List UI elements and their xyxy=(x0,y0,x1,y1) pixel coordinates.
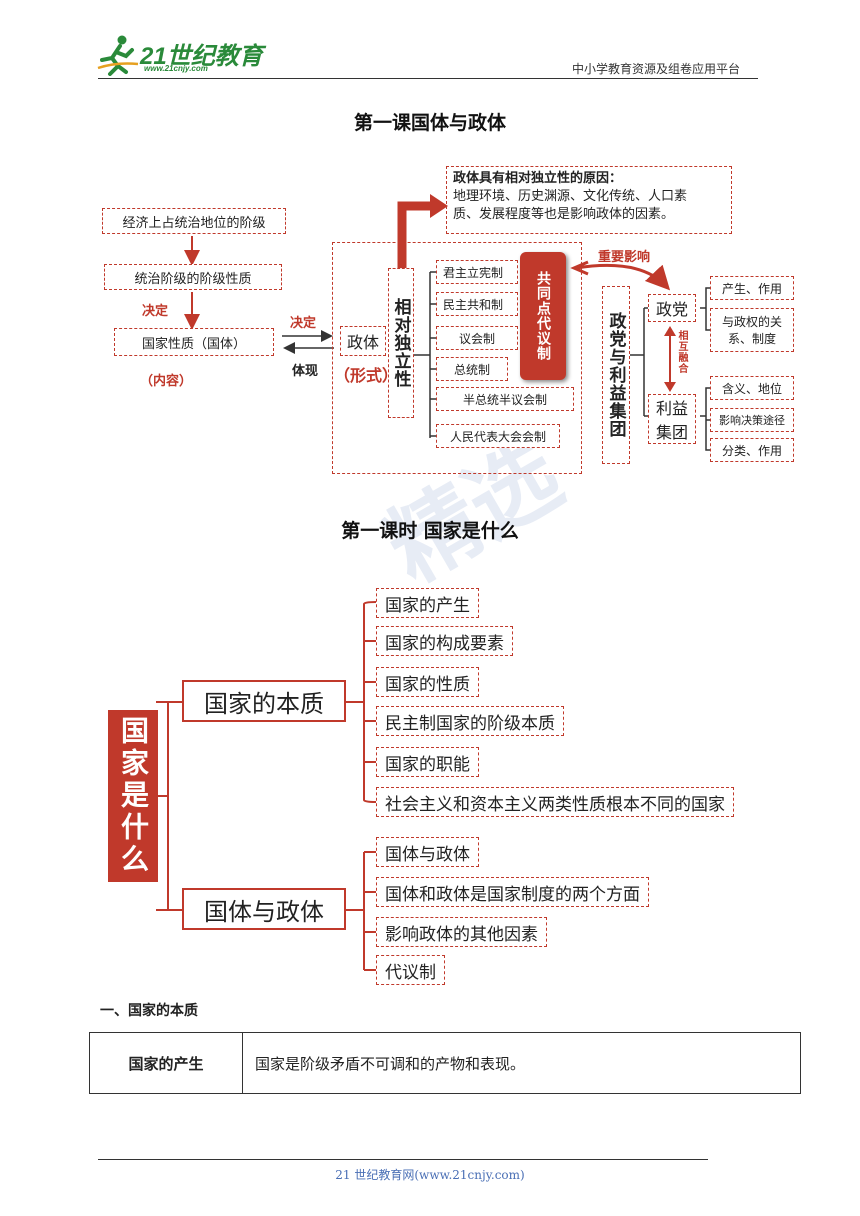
reason-box: 政体具有相对独立性的原因： 地理环境、历史渊源、文化传统、人口素 质、发展程度等… xyxy=(446,166,732,234)
reason-line-1: 地理环境、历史渊源、文化传统、人口素 xyxy=(453,189,688,204)
diagram2-title: 第一课时 国家是什么 xyxy=(341,520,519,542)
branch1-item: 国家的职能 xyxy=(376,747,479,777)
form-item: 民主共和制 xyxy=(436,292,518,316)
runner-icon xyxy=(97,35,139,76)
section1-heading: 一、国家的本质 xyxy=(100,1003,198,1019)
header: 21世纪教育 www.21cnjy.com 中小学教育资源及组卷应用平台 xyxy=(0,0,860,80)
branch2-item: 国体和政体是国家制度的两个方面 xyxy=(376,877,649,907)
footer-link[interactable]: 21 世纪教育网(www.21cnjy.com) xyxy=(335,1168,525,1182)
table-desc: 国家是阶级矛盾不可调和的产物和表现。 xyxy=(242,1032,801,1094)
logo-url: www.21cnjy.com xyxy=(144,64,208,73)
platform-name: 中小学教育资源及组卷应用平台 xyxy=(572,62,741,76)
branch2-item: 国体与政体 xyxy=(376,837,479,867)
logo[interactable]: 21世纪教育 www.21cnjy.com xyxy=(96,34,266,78)
party-item: 与政权的关系、制度 xyxy=(710,308,794,352)
diagram2-connectors xyxy=(156,601,377,971)
decide-label-2: 决定 xyxy=(290,316,317,331)
state-nature-box: 国家性质（国体） xyxy=(114,328,274,356)
reason-heading: 政体具有相对独立性的原因： xyxy=(453,171,623,186)
branch2-item: 影响政体的其他因素 xyxy=(376,917,547,947)
table-term: 国家的产生 xyxy=(89,1032,243,1094)
relative-independence-box: 相对独立性 xyxy=(388,268,414,418)
interest-group-box: 利益集团 xyxy=(648,394,696,444)
branch1-item: 国家的性质 xyxy=(376,667,479,697)
polity-frame xyxy=(332,242,582,474)
branch-state-polity: 国体与政体 xyxy=(182,888,346,930)
table-row: 国家的产生 国家是阶级矛盾不可调和的产物和表现。 xyxy=(89,1032,801,1094)
branch2-item: 代议制 xyxy=(376,955,445,985)
form-item: 半总统半议会制 xyxy=(436,387,574,411)
form-label: （形式） xyxy=(334,366,399,385)
party-item: 产生、作用 xyxy=(710,276,794,300)
branch-state-essence: 国家的本质 xyxy=(182,680,346,722)
party-box: 政党 xyxy=(648,294,696,322)
group-item: 含义、地位 xyxy=(710,376,794,400)
reason-line-2: 质、发展程度等也是影响政体的因素。 xyxy=(453,207,675,222)
branch1-item: 民主制国家的阶级本质 xyxy=(376,706,564,736)
form-item: 人民代表大会会制 xyxy=(436,424,560,448)
polity-box: 政体 xyxy=(340,326,386,356)
content-label: （内容） xyxy=(140,374,193,389)
common-point-pillar: 共同点代议制 xyxy=(520,252,566,380)
header-divider xyxy=(98,78,758,79)
economic-class-box: 经济上占统治地位的阶级 xyxy=(102,208,286,234)
group-item: 分类、作用 xyxy=(710,438,794,462)
reflect-label: 体现 xyxy=(292,364,319,379)
branch1-item: 国家的产生 xyxy=(376,588,479,618)
form-item: 总统制 xyxy=(436,357,508,381)
branch1-item: 国家的构成要素 xyxy=(376,626,513,656)
decide-label-1: 决定 xyxy=(142,304,169,319)
footer-divider xyxy=(98,1159,708,1160)
important-influence-label: 重要影响 xyxy=(598,250,651,265)
branch1-item: 社会主义和资本主义两类性质根本不同的国家 xyxy=(376,787,734,817)
group-item: 影响决策途径 xyxy=(710,408,794,432)
class-nature-box: 统治阶级的阶级性质 xyxy=(104,264,282,290)
form-item: 议会制 xyxy=(436,326,518,350)
mindmap-root: 国家是什么 xyxy=(108,710,158,882)
diagram1-title: 第一课国体与政体 xyxy=(353,112,506,134)
mutual-label: 相互融合 xyxy=(676,330,687,374)
essence-table: 国家的产生 国家是阶级矛盾不可调和的产物和表现。 xyxy=(89,1032,801,1094)
form-item: 君主立宪制 xyxy=(436,260,518,284)
common-point-text: 共同点代议制 xyxy=(535,271,551,361)
parties-groups-box: 政党与利益集团 xyxy=(602,286,630,464)
logo-text: 21世纪教育 xyxy=(140,43,263,70)
